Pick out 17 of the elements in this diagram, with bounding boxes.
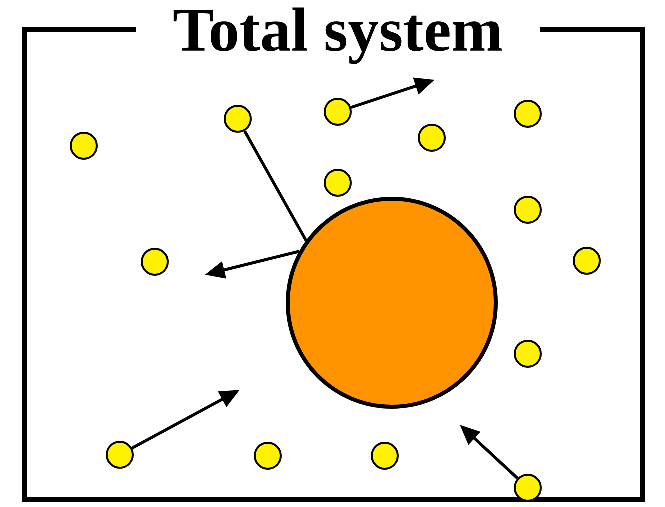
particle xyxy=(418,124,446,152)
particle xyxy=(514,340,542,368)
particle xyxy=(514,474,542,502)
particle xyxy=(573,247,601,275)
particle xyxy=(514,100,542,128)
particle xyxy=(324,98,352,126)
particle xyxy=(514,196,542,224)
trajectory-line xyxy=(244,130,308,242)
particle xyxy=(224,105,252,133)
title: Total system xyxy=(174,8,502,64)
particle xyxy=(70,132,98,160)
particle xyxy=(141,248,169,276)
sphere xyxy=(286,197,498,409)
particle xyxy=(106,441,134,469)
particle xyxy=(371,442,399,470)
particle xyxy=(254,442,282,470)
particle xyxy=(324,169,352,197)
